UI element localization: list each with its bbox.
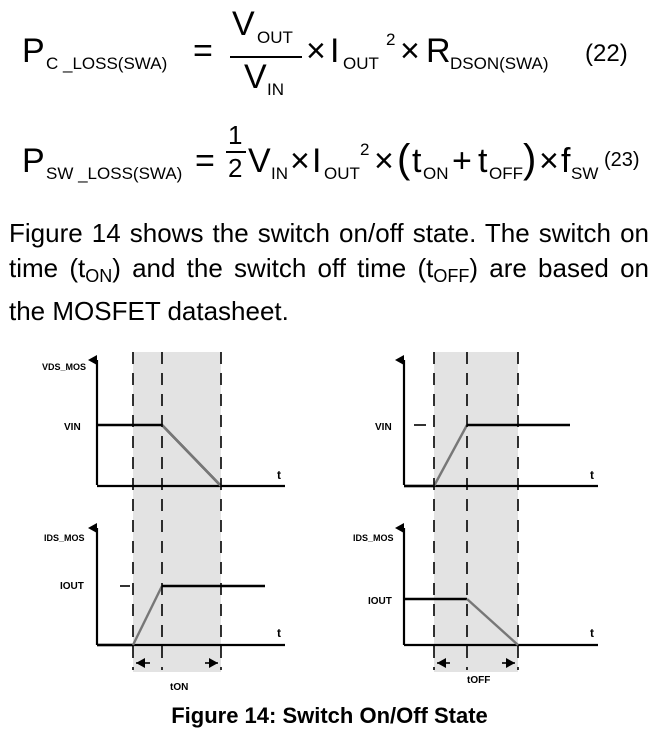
right-ids-ramp bbox=[466, 598, 519, 646]
switch-state-figure: VDS_MOS VIN t IDS_MOS IOUT t tON VIN t I… bbox=[42, 352, 598, 693]
eq22-num-sub: OUT bbox=[257, 28, 293, 47]
eq23-frac-num: 1 bbox=[228, 120, 243, 150]
eq23-fraction-bar bbox=[226, 151, 246, 153]
para-sub-off: OFF bbox=[433, 266, 470, 286]
right-toff-label: tOFF bbox=[467, 675, 490, 686]
right-vds-ramp bbox=[432, 424, 469, 487]
eq23-number: (23) bbox=[604, 149, 640, 171]
para-text-2: ) and the switch off time (t bbox=[112, 253, 434, 283]
right-bot-iout-label: IOUT bbox=[368, 596, 392, 607]
eq22-num-v: V bbox=[232, 5, 255, 43]
left-top-t-label: t bbox=[277, 468, 281, 482]
eq23-i-sub: OUT bbox=[324, 164, 360, 183]
eq22-i-sub: OUT bbox=[343, 54, 379, 73]
eq23-ton-t: t bbox=[412, 142, 422, 180]
eq22-times-2: × bbox=[400, 32, 420, 70]
right-bot-ylabel: IDS_MOS bbox=[353, 533, 394, 543]
eq23-frac-den: 2 bbox=[228, 153, 243, 183]
eq23-i: I bbox=[312, 142, 322, 180]
eq22-equals: = bbox=[193, 32, 213, 70]
eq22-r-sub: DSON(SWA) bbox=[450, 54, 549, 73]
left-top-vin-label: VIN bbox=[64, 422, 81, 433]
eq23-equals: = bbox=[195, 142, 215, 180]
eq22-r: R bbox=[426, 32, 451, 70]
eq22-den-v: V bbox=[244, 58, 267, 96]
eq22-i-sup: 2 bbox=[386, 30, 396, 49]
eq23-toff-t: t bbox=[478, 142, 488, 180]
eq23-lhs-p: P bbox=[22, 142, 45, 180]
left-top-ylabel: VDS_MOS bbox=[42, 362, 86, 372]
para-sub-on: ON bbox=[85, 266, 113, 286]
left-vds-ramp bbox=[161, 424, 222, 487]
left-bot-iout-label: IOUT bbox=[60, 581, 84, 592]
equation-22: P C _LOSS(SWA) = V OUT V IN × I OUT 2 × … bbox=[0, 0, 659, 110]
eq23-ton-sub: ON bbox=[423, 164, 449, 183]
right-top-t-label: t bbox=[590, 468, 594, 482]
left-transition-band bbox=[133, 352, 221, 672]
eq23-f: f bbox=[561, 142, 571, 180]
eq23-f-sub: SW bbox=[571, 164, 599, 183]
eq23-plus: + bbox=[452, 142, 472, 180]
left-ton-label: tON bbox=[170, 682, 188, 693]
right-transition-band bbox=[434, 352, 518, 672]
eq23-toff-sub: OFF bbox=[489, 164, 523, 183]
eq23-lhs-sub: SW _LOSS(SWA) bbox=[46, 164, 183, 183]
body-paragraph: Figure 14 shows the switch on/off state.… bbox=[9, 216, 649, 329]
eq22-number: (22) bbox=[585, 40, 628, 67]
eq23-times-3: × bbox=[539, 142, 559, 180]
eq22-lhs-p: P bbox=[22, 32, 45, 70]
eq23-times-2: × bbox=[374, 142, 394, 180]
eq23-paren-close: ) bbox=[523, 137, 537, 181]
eq23-paren-open: ( bbox=[397, 137, 411, 181]
figure-caption: Figure 14: Switch On/Off State bbox=[171, 703, 488, 728]
left-bot-ylabel: IDS_MOS bbox=[44, 533, 85, 543]
left-bot-t-label: t bbox=[277, 626, 281, 640]
eq22-i: I bbox=[330, 32, 340, 70]
para-text-1: Figure 14 shows the switch on/off state.… bbox=[9, 218, 649, 283]
eq23-v: V bbox=[248, 142, 271, 180]
eq23-i-sup: 2 bbox=[360, 140, 370, 159]
eq22-lhs-sub: C _LOSS(SWA) bbox=[46, 54, 168, 73]
eq22-fraction-bar bbox=[230, 56, 302, 58]
eq23-v-sub: IN bbox=[271, 164, 288, 183]
left-ids-ramp bbox=[131, 585, 164, 646]
right-top-vin-label: VIN bbox=[375, 422, 392, 433]
eq23-times-1: × bbox=[290, 142, 310, 180]
para-text-3: ) are based on the MOSFET datasheet. bbox=[9, 253, 649, 326]
right-bot-t-label: t bbox=[590, 626, 594, 640]
eq22-den-sub: IN bbox=[267, 80, 284, 99]
eq22-times-1: × bbox=[306, 32, 326, 70]
equation-23: P SW _LOSS(SWA) = 1 2 V IN × I OUT 2 × (… bbox=[0, 115, 659, 205]
